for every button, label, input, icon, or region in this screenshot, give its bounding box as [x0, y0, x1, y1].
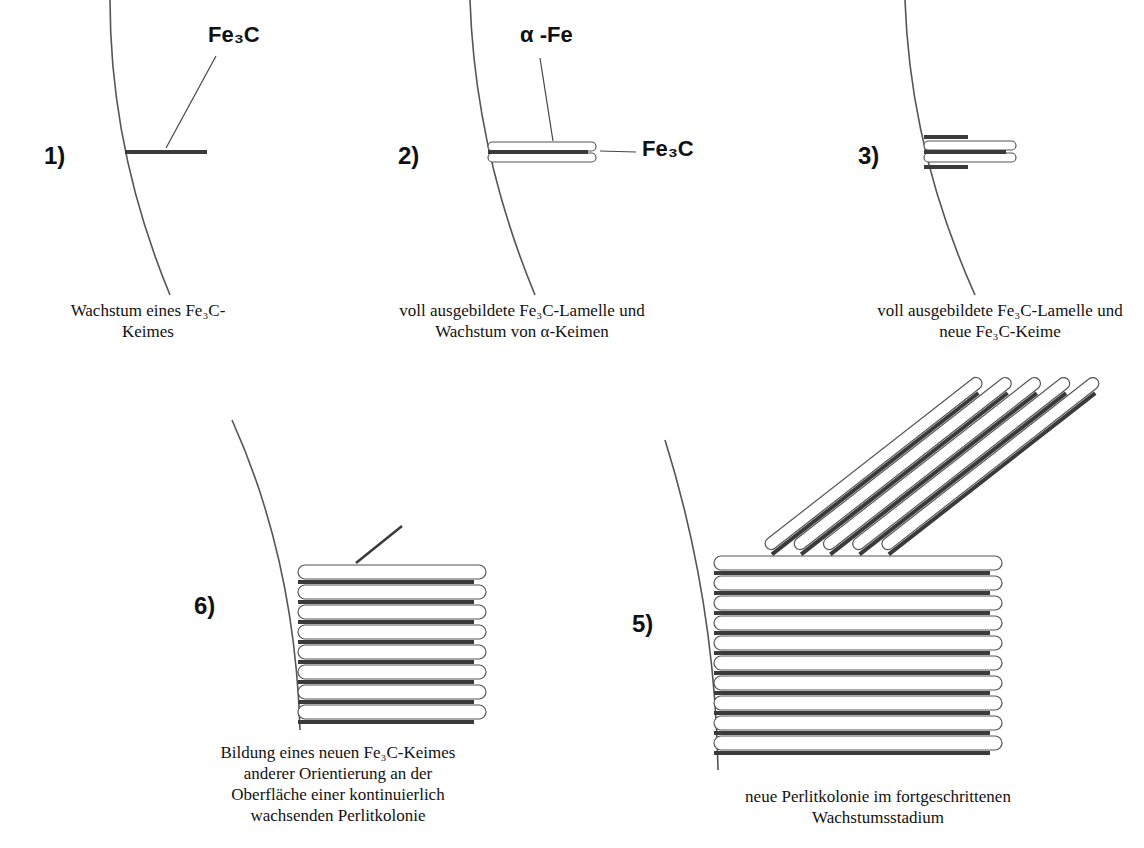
cementite-lamella	[714, 671, 990, 675]
cementite-lamella	[800, 391, 1009, 555]
cementite-lamella	[298, 660, 474, 664]
panel-number: 6)	[194, 592, 215, 620]
panel-number: 1)	[44, 142, 65, 170]
cementite-lamella	[488, 150, 588, 154]
ferrite-lamella	[298, 625, 486, 639]
cementite-lamella	[714, 571, 990, 575]
cementite-lamella	[714, 651, 990, 655]
cementite-lamella	[298, 600, 474, 604]
ferrite-lamella	[924, 153, 1016, 162]
leader-line	[540, 58, 553, 141]
caption: voll ausgebildete Fe₃C-Lamelle und Wachs…	[392, 300, 652, 342]
ferrite-lamella	[298, 705, 486, 719]
ferrite-lamella	[714, 736, 1002, 750]
cementite-lamella	[714, 631, 990, 635]
cementite-lamella	[771, 391, 980, 555]
cementite-lamella	[298, 620, 474, 624]
cementite-lamella	[714, 711, 990, 715]
ferrite-lamella	[714, 656, 1002, 670]
ferrite-lamella	[714, 556, 1002, 570]
grain-boundary	[232, 420, 300, 730]
ferrite-lamella	[298, 565, 486, 579]
cementite-lamella	[298, 720, 474, 724]
ferrite-lamella	[763, 375, 985, 552]
cementite-lamella	[714, 691, 990, 695]
ferrite-lamella	[298, 645, 486, 659]
phase-label: Fe₃C	[642, 136, 694, 162]
ferrite-lamella	[298, 685, 486, 699]
panel-number: 5)	[632, 610, 653, 638]
cementite-lamella	[298, 640, 474, 644]
ferrite-lamella	[714, 696, 1002, 710]
ferrite-lamella	[298, 585, 486, 599]
ferrite-lamella	[488, 153, 596, 162]
cementite-lamella	[714, 611, 990, 615]
ferrite-lamella	[714, 676, 1002, 690]
cementite-lamella	[714, 591, 990, 595]
grain-boundary	[110, 0, 170, 295]
caption: Bildung eines neuen Fe₃C-Keimes anderer …	[211, 742, 466, 826]
ferrite-lamella	[714, 576, 1002, 590]
ferrite-lamella	[792, 375, 1014, 552]
cementite-lamella	[924, 135, 968, 139]
ferrite-lamella	[298, 605, 486, 619]
panel-number: 2)	[398, 142, 419, 170]
ferrite-lamella	[821, 375, 1043, 552]
ferrite-lamella	[714, 616, 1002, 630]
caption: neue Perlitkolonie im fortgeschrittenen …	[738, 786, 1018, 828]
cementite-lamella	[924, 165, 968, 169]
ferrite-lamella	[298, 665, 486, 679]
caption: Wachstum eines Fe₃C-Keimes	[48, 300, 248, 342]
ferrite-lamella	[714, 636, 1002, 650]
ferrite-lamella	[488, 142, 596, 151]
leader-line	[166, 56, 216, 148]
cementite-lamella	[125, 150, 207, 154]
cementite-lamella	[924, 150, 1006, 154]
phase-label: Fe₃C	[208, 22, 260, 48]
grain-boundary	[665, 440, 718, 770]
cementite-lamella	[298, 580, 474, 584]
cementite-lamella	[298, 700, 474, 704]
ferrite-lamella	[714, 716, 1002, 730]
caption: voll ausgebildete Fe₃C-Lamelle und neue …	[875, 300, 1125, 342]
ferrite-lamella	[924, 141, 1016, 150]
cementite-lamella	[298, 680, 474, 684]
ferrite-lamella	[714, 596, 1002, 610]
panel-number: 3)	[858, 142, 879, 170]
leader-line	[600, 151, 636, 152]
cementite-nucleus	[356, 526, 402, 563]
cementite-lamella	[714, 751, 990, 755]
cementite-lamella	[714, 731, 990, 735]
phase-label: α -Fe	[520, 22, 573, 48]
